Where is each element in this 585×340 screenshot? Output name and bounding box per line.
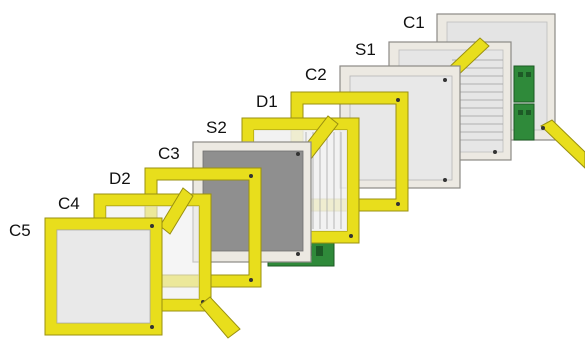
screw-c2-top — [443, 78, 447, 82]
handle-c4 — [159, 187, 194, 235]
screw-d2-b — [249, 278, 253, 282]
label-c2: C2 — [305, 65, 327, 84]
screw-c2 — [443, 178, 447, 182]
screw-s2 — [349, 234, 353, 238]
label-d1: D1 — [256, 92, 278, 111]
label-c4: C4 — [58, 194, 80, 213]
screw-c3-b — [296, 252, 300, 256]
screw-c5-b — [150, 325, 154, 329]
screw-c5-a — [150, 224, 154, 228]
screw-d1-a — [396, 98, 400, 102]
screw-c1 — [541, 126, 545, 130]
screw-d1-b — [396, 202, 400, 206]
handle-c1 — [540, 119, 585, 169]
label-c1: C1 — [403, 13, 425, 32]
screw-s1 — [493, 150, 497, 154]
handle-c5 — [199, 296, 241, 339]
screw-d2-a — [249, 174, 253, 178]
glass-c5 — [56, 229, 151, 324]
layer-c5 — [44, 217, 241, 339]
label-s2: S2 — [206, 118, 227, 137]
connector-board-c1 — [513, 65, 535, 141]
label-d2: D2 — [109, 169, 131, 188]
label-c5: C5 — [9, 221, 31, 240]
label-s1: S1 — [355, 40, 376, 59]
screw-c3-a — [296, 152, 300, 156]
label-c3: C3 — [158, 144, 180, 163]
